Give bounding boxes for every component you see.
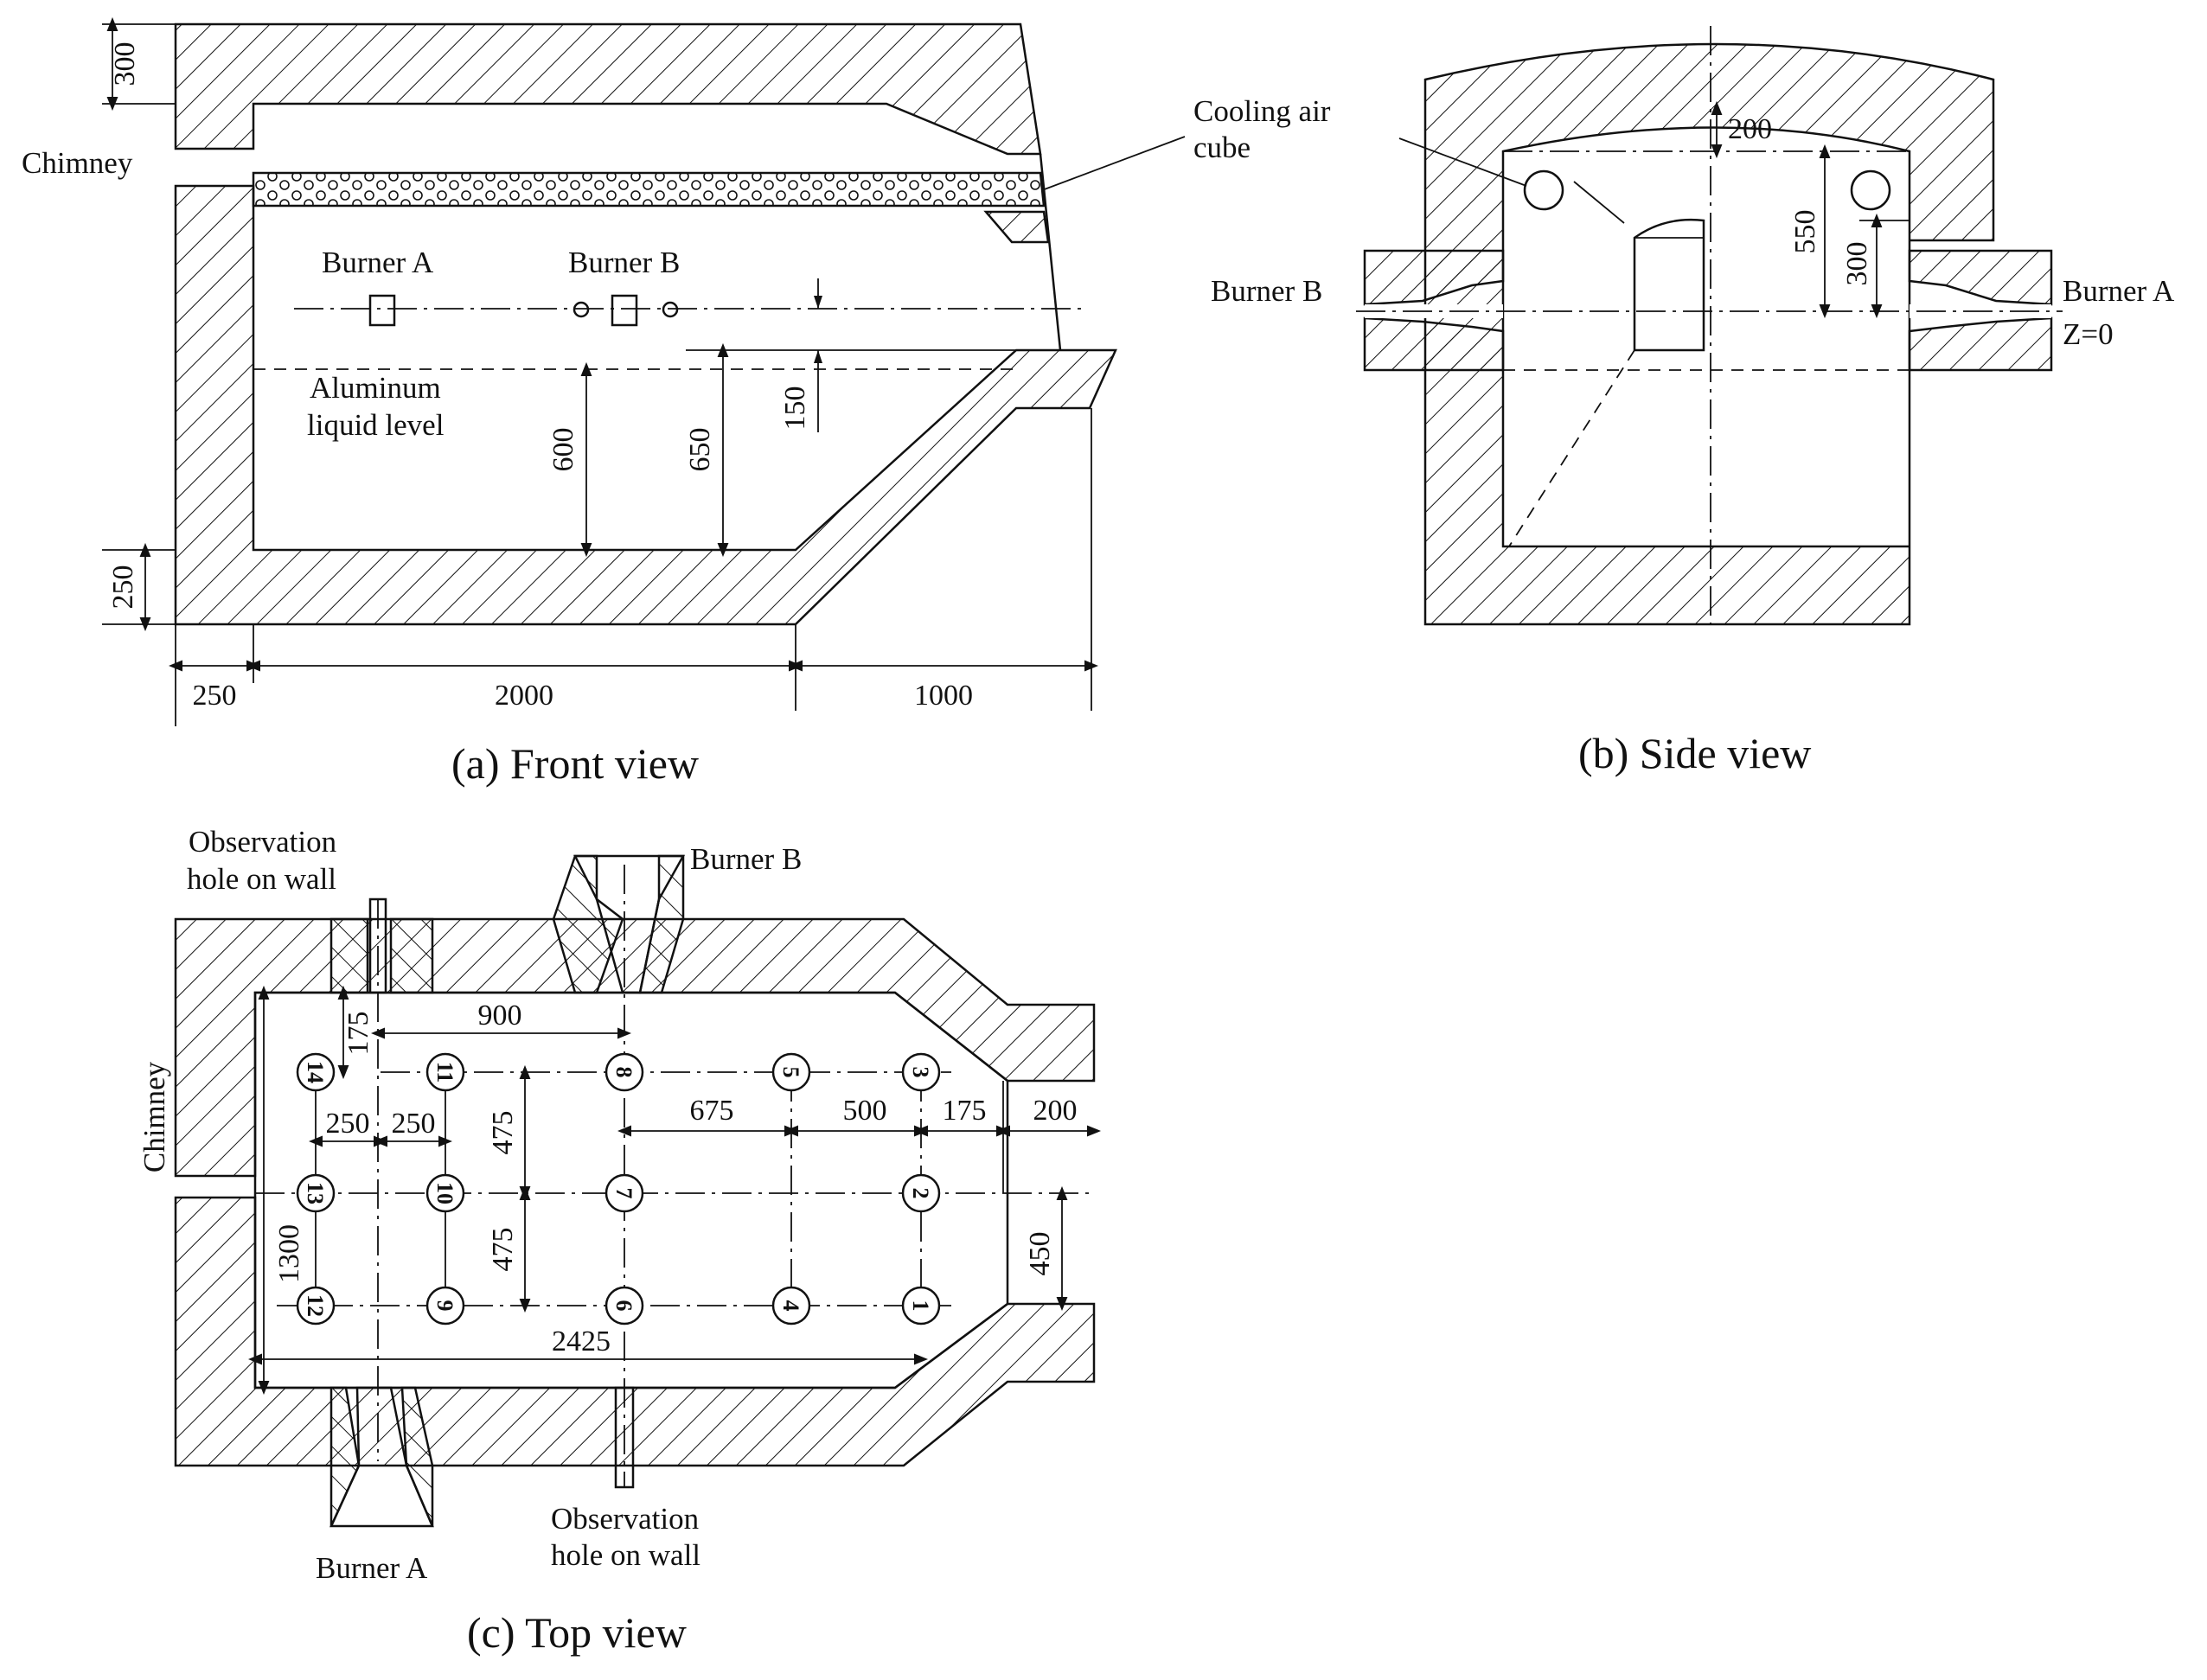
side-cooling-cube-icon: [1850, 169, 1891, 211]
top-dim-175-left: 175: [342, 1012, 374, 1056]
measurement-point-2: 2: [901, 1173, 941, 1213]
measurement-point-label: 10: [432, 1182, 457, 1204]
measurement-point-7: 7: [605, 1173, 644, 1213]
measurement-point-14: 14: [296, 1052, 336, 1092]
front-left-bottom-wall: [174, 184, 1117, 626]
measurement-point-label: 1: [908, 1300, 933, 1312]
top-dim-2425: 2425: [552, 1325, 611, 1357]
front-burner-a-label: Burner A: [322, 246, 434, 279]
front-aluminum-label-2: liquid level: [307, 408, 445, 442]
top-dim-1300: 1300: [273, 1224, 305, 1283]
top-dim-675: 675: [690, 1095, 734, 1127]
top-chimney-label: Chimney: [138, 1061, 171, 1172]
top-dim-250-a: 250: [326, 1108, 370, 1140]
measurement-point-label: 8: [611, 1067, 637, 1078]
top-dim-475-a: 475: [487, 1111, 519, 1155]
front-burner-b-icon: [611, 294, 638, 327]
top-view-caption: (c) Top view: [467, 1608, 687, 1657]
front-chimney-label: Chimney: [22, 146, 133, 180]
top-dim-250-b: 250: [392, 1108, 436, 1140]
top-obs-top-label-2: hole on wall: [187, 862, 336, 896]
measurement-point-10: 10: [425, 1173, 465, 1213]
front-dim-300: 300: [109, 42, 141, 86]
top-burner-b-label: Burner B: [690, 842, 802, 876]
top-burner-b-block: [552, 854, 624, 994]
side-cooling-label: Cooling air: [1193, 94, 1331, 128]
front-nozzle-icon: [573, 301, 590, 318]
measurement-point-label: 5: [778, 1067, 803, 1078]
measurement-point-11: 11: [425, 1052, 465, 1092]
front-dim-650: 650: [684, 428, 716, 472]
side-center-device: [1633, 218, 1705, 352]
side-z0-label: Z=0: [2063, 317, 2114, 351]
front-top-wall: [174, 22, 1042, 156]
top-dim-450: 450: [1024, 1232, 1056, 1276]
measurement-point-1: 1: [901, 1286, 941, 1325]
top-dim-475-b: 475: [487, 1228, 519, 1272]
side-burner-a-block-lower: [1908, 316, 2053, 372]
measurement-point-4: 4: [771, 1286, 811, 1325]
top-inner-block: [389, 917, 434, 994]
front-burner-b-label: Burner B: [568, 246, 680, 279]
top-dim-200: 200: [1033, 1095, 1078, 1127]
measurement-point-label: 6: [611, 1300, 637, 1312]
top-obs-top-label: Observation: [189, 825, 336, 859]
side-view: 200 550 300 Cooling air cube Burner B Bu…: [1193, 26, 2175, 777]
measurement-point-label: 4: [778, 1300, 803, 1312]
side-wall: [1423, 42, 1995, 626]
top-dim-900: 900: [478, 1000, 522, 1032]
measurement-point-9: 9: [425, 1286, 465, 1325]
front-dim-250h: 250: [193, 680, 237, 712]
measurement-point-label: 3: [908, 1067, 933, 1078]
measurement-point-5: 5: [771, 1052, 811, 1092]
front-nozzle-icon: [662, 301, 679, 318]
front-burner-a-icon: [368, 294, 396, 327]
top-burner-a-label: Burner A: [316, 1551, 428, 1585]
side-burner-b-label: Burner B: [1211, 274, 1322, 308]
top-dim-500: 500: [843, 1095, 887, 1127]
side-cooling-cube-icon: [1523, 169, 1564, 211]
side-view-caption: (b) Side view: [1578, 729, 1811, 777]
measurement-point-6: 6: [605, 1286, 644, 1325]
front-view: 300 250 250 2000 1000 600 650 150 Chimne…: [22, 16, 1186, 788]
front-aluminum-label: Aluminum: [310, 371, 441, 405]
side-burner-b-block-lower: [1363, 316, 1505, 372]
side-burner-a-label: Burner A: [2063, 274, 2175, 308]
measurement-point-label: 2: [908, 1188, 933, 1199]
side-dim-300: 300: [1841, 242, 1873, 286]
top-lower-wall: [174, 1196, 1096, 1467]
measurement-point-label: 9: [432, 1300, 457, 1312]
front-dim-1000: 1000: [914, 680, 973, 712]
front-small-wedge: [983, 210, 1050, 244]
top-obs-bottom-label: Observation: [551, 1502, 699, 1536]
front-dim-600: 600: [547, 428, 579, 472]
top-obs-bottom-label-2: hole on wall: [551, 1538, 700, 1572]
measurement-point-label: 12: [303, 1294, 328, 1317]
measurement-point-label: 13: [303, 1182, 328, 1204]
side-dim-550: 550: [1789, 210, 1821, 254]
front-dim-2000: 2000: [495, 680, 553, 712]
measurement-point-12: 12: [296, 1286, 336, 1325]
measurement-point-3: 3: [901, 1052, 941, 1092]
side-dim-200: 200: [1728, 113, 1772, 145]
front-dim-250v: 250: [107, 565, 139, 610]
measurement-point-8: 8: [605, 1052, 644, 1092]
side-cooling-label-2: cube: [1193, 131, 1251, 164]
front-view-caption: (a) Front view: [451, 739, 699, 788]
measurement-point-label: 7: [611, 1188, 637, 1199]
measurement-point-13: 13: [296, 1173, 336, 1213]
front-pebble-layer: [252, 171, 1046, 208]
measurement-point-label: 14: [303, 1061, 328, 1083]
top-dim-175-right: 175: [943, 1095, 987, 1127]
top-inner-block: [329, 917, 369, 994]
top-upper-wall: [174, 917, 1096, 1178]
side-burner-a-block: [1908, 249, 2053, 306]
measurement-point-label: 11: [432, 1062, 457, 1083]
front-dim-150: 150: [779, 386, 811, 431]
